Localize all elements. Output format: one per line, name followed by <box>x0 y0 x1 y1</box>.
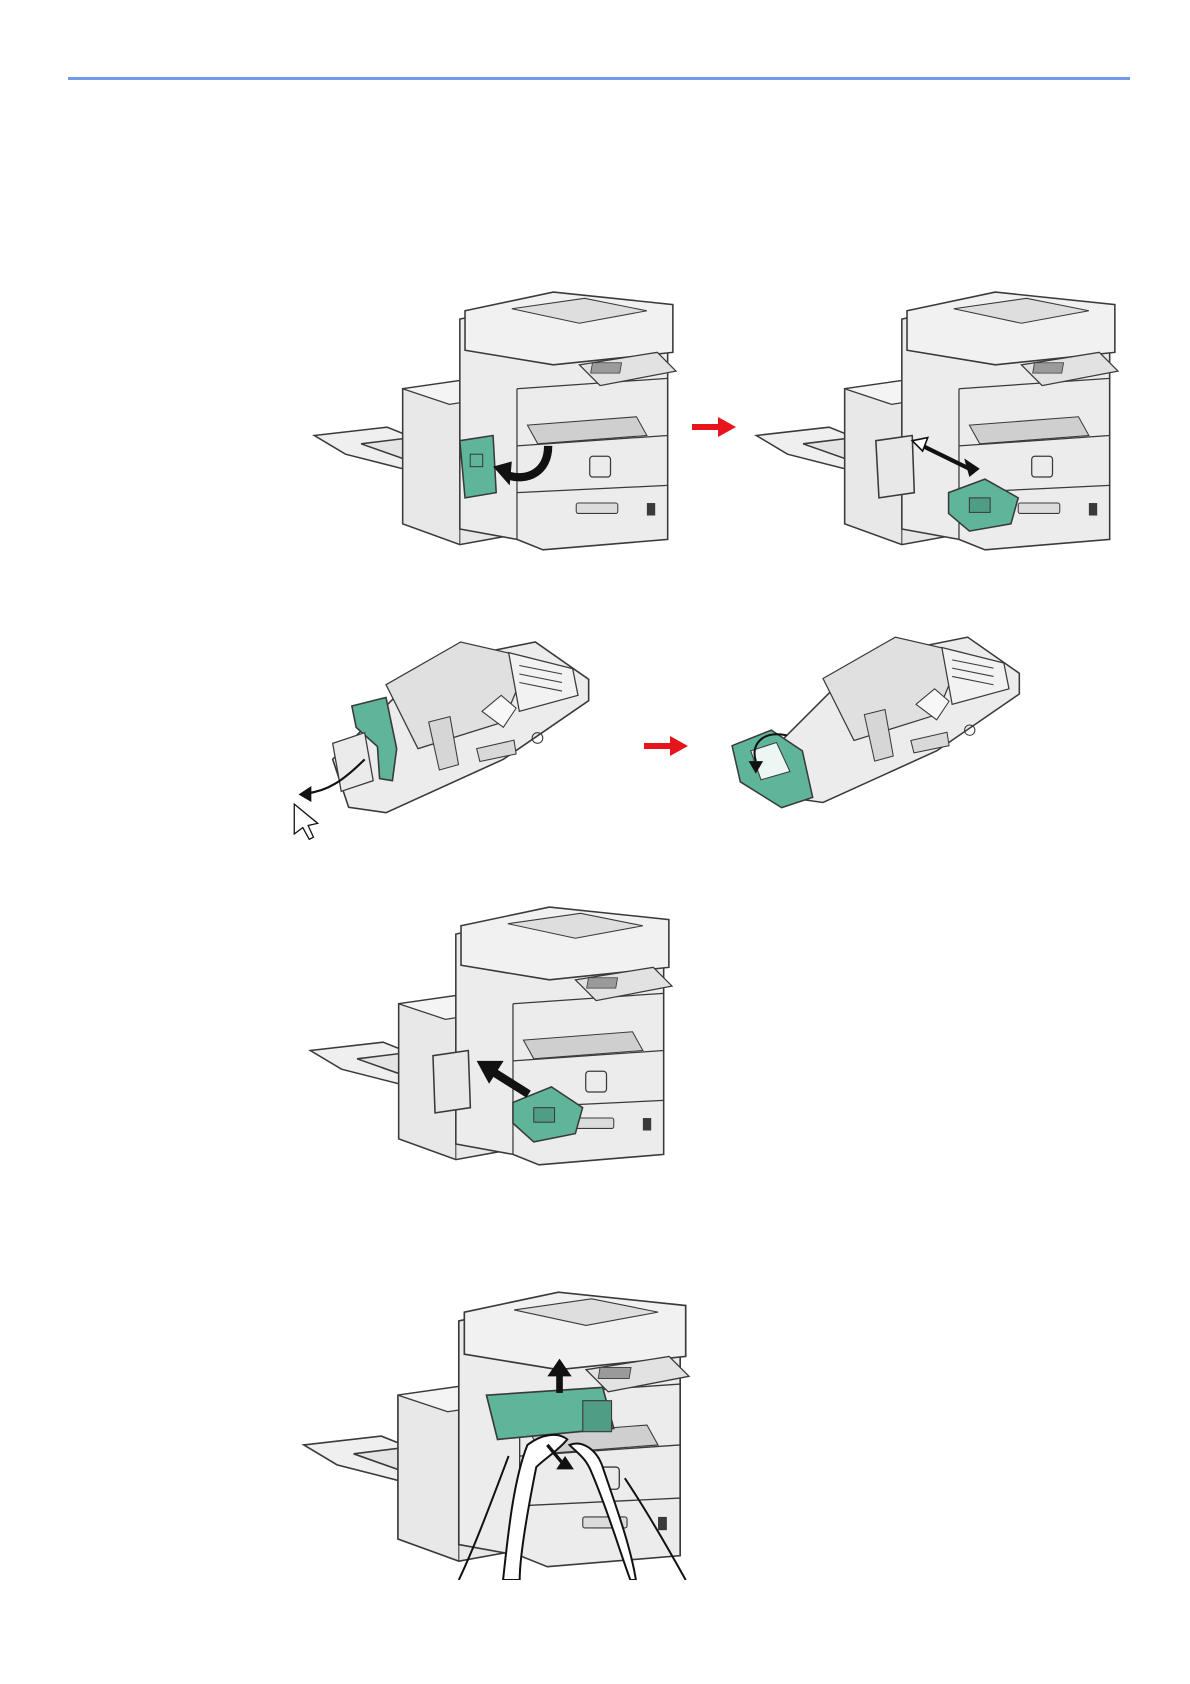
staple-cartridge-icon <box>290 620 610 840</box>
cartridge-remove-illustration <box>730 615 1040 835</box>
staple-cartridge-icon <box>730 615 1040 835</box>
next-step-arrow-icon <box>692 417 736 442</box>
printer-lift-unit-illustration <box>292 1290 692 1580</box>
printer-finisher-icon <box>296 290 686 555</box>
printer-pull-holder-illustration <box>738 290 1128 555</box>
next-step-arrow-icon <box>644 736 688 761</box>
printer-insert-holder-illustration <box>292 905 682 1170</box>
printer-finisher-icon <box>292 905 682 1170</box>
printer-finisher-icon <box>292 1290 692 1580</box>
printer-open-cover-illustration <box>296 290 686 555</box>
header-rule <box>68 77 1130 80</box>
printer-finisher-icon <box>738 290 1128 555</box>
cartridge-lever-illustration <box>290 620 610 840</box>
